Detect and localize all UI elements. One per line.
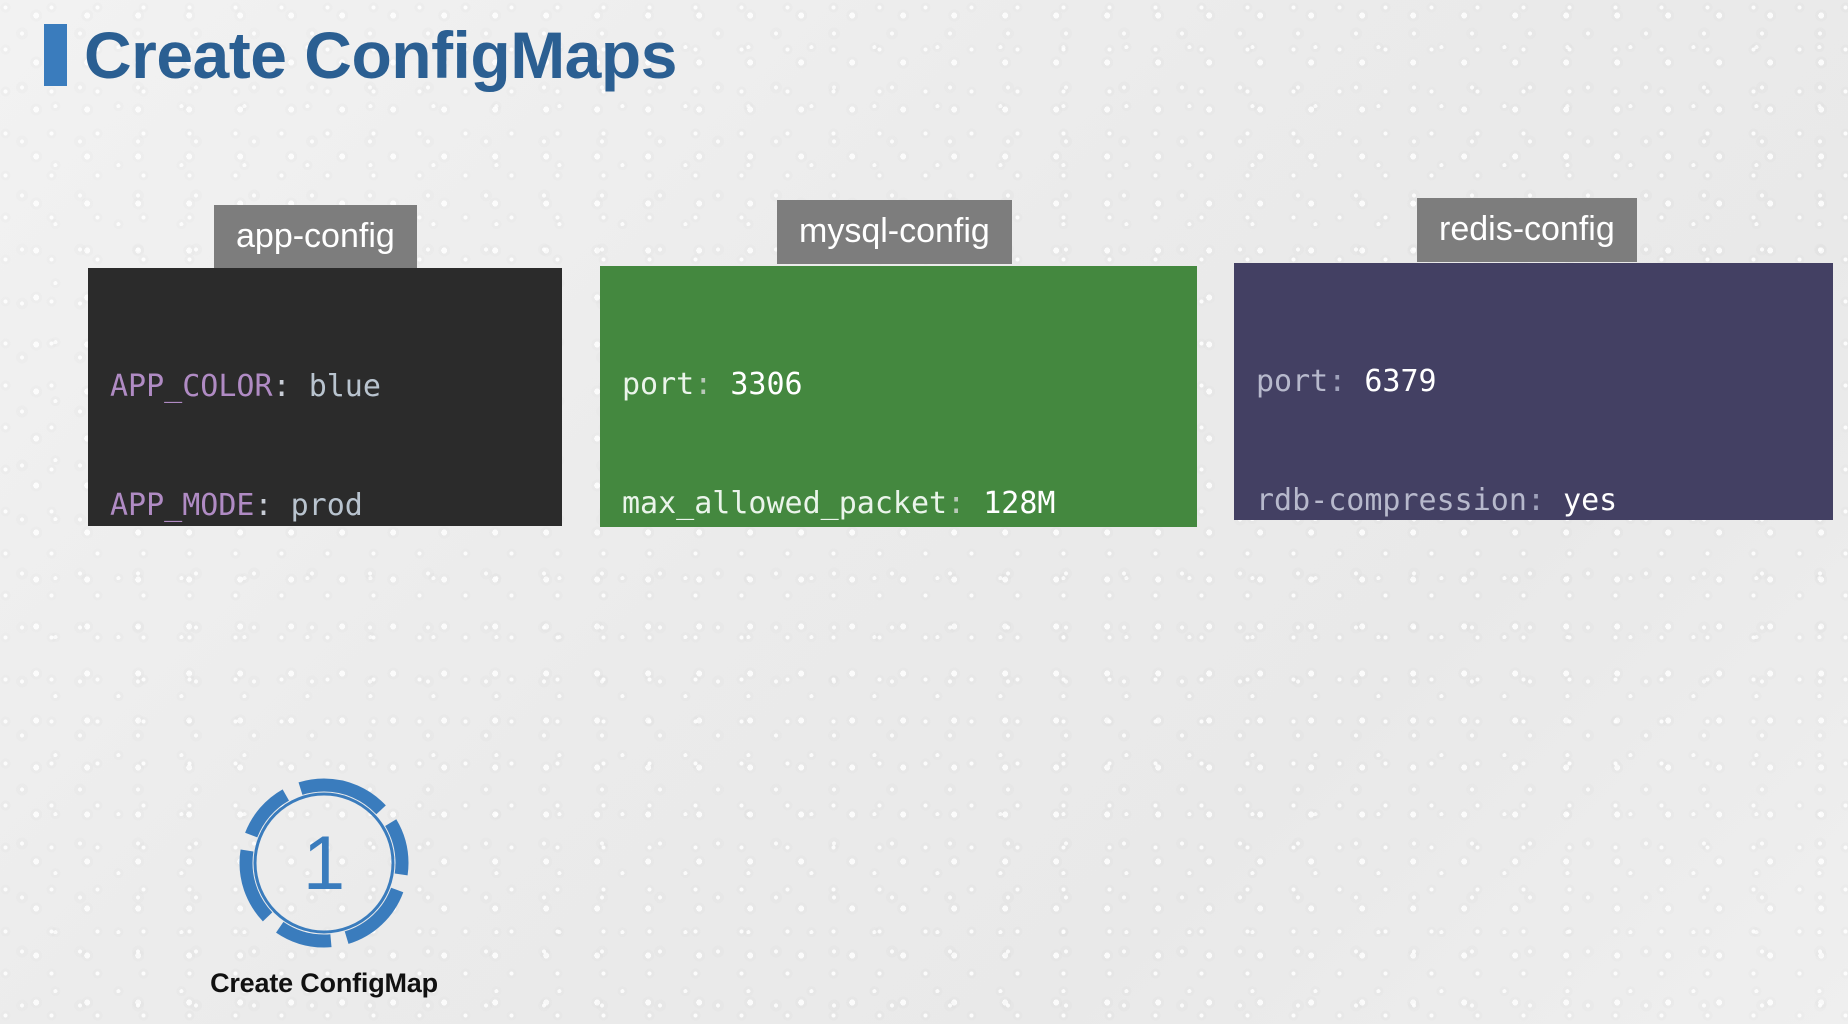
config-colon: : [694,367,713,403]
config-line: port: 3306 [622,365,1175,405]
config-line: APP_MODE: prod [110,486,540,526]
title-accent-bar [44,24,67,86]
config-key: APP_COLOR [110,369,273,405]
config-colon: : [947,485,966,521]
configmap-name-tab: mysql-config [777,200,1012,264]
configmap-card-redis-config[interactable]: redis-config port: 6379 rdb-compression:… [1234,198,1833,520]
config-line: APP_COLOR: blue [110,367,540,407]
config-value: yes [1563,482,1618,518]
config-colon: : [254,487,273,523]
config-colon: : [1328,364,1347,400]
config-value: 3306 [730,367,803,403]
title-text: Create ConfigMaps [84,18,677,92]
config-value: prod [290,487,363,523]
config-key: rdb-compression [1256,482,1527,518]
step-label: Create ConfigMap [210,968,438,998]
configmap-card-app-config[interactable]: app-config APP_COLOR: blue APP_MODE: pro… [88,205,562,526]
config-line: max_allowed_packet: 128M [622,484,1175,524]
configmap-name-tab: redis-config [1417,198,1637,262]
config-colon: : [272,369,291,405]
page-title: Create ConfigMaps [44,22,677,88]
config-key: port [622,367,695,403]
step-ring-icon [239,778,409,948]
configmap-name-tab: app-config [214,205,417,269]
config-value: 6379 [1364,364,1437,400]
configmap-body: port: 3306 max_allowed_packet: 128M [600,266,1197,527]
configmap-body: APP_COLOR: blue APP_MODE: prod [88,268,562,526]
config-value: 128M [983,485,1056,521]
config-key: max_allowed_packet [622,485,948,521]
config-colon: : [1526,482,1545,518]
step-indicator: 1 Create ConfigMap [184,768,464,999]
config-line: port: 6379 [1256,362,1811,402]
step-ring: 1 [229,768,419,958]
step-number: 1 [302,820,346,906]
config-key: port [1256,364,1329,400]
configmap-card-mysql-config[interactable]: mysql-config port: 3306 max_allowed_pack… [600,200,1197,527]
config-line: rdb-compression: yes [1256,481,1811,520]
config-value: blue [308,369,381,405]
configmap-body: port: 6379 rdb-compression: yes [1234,263,1833,520]
config-key: APP_MODE [110,487,255,523]
